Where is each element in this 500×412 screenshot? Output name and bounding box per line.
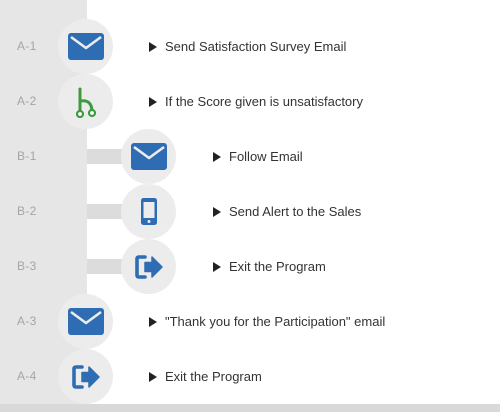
step-text-label: If the Score given is unsatisfactory	[165, 94, 363, 109]
step-row-a-1: A-1 Send Satisfaction Survey Email	[0, 19, 500, 74]
step-id-label: B-3	[17, 259, 37, 273]
step-id-label: A-1	[17, 39, 37, 53]
step-icon-circle[interactable]	[58, 74, 113, 129]
step-id-label: B-2	[17, 204, 37, 218]
step-text-label: Exit the Program	[229, 259, 326, 274]
envelope-icon	[67, 308, 104, 335]
step-text: Follow Email	[213, 129, 303, 184]
step-icon-circle[interactable]	[58, 294, 113, 349]
play-arrow-icon	[213, 261, 221, 272]
step-id-label: B-1	[17, 149, 37, 163]
step-row-b-1: B-1 Follow Email	[0, 129, 500, 184]
step-text-label: Exit the Program	[165, 369, 262, 384]
mobile-phone-icon	[140, 198, 157, 225]
envelope-icon	[67, 33, 104, 60]
step-icon-circle[interactable]	[121, 129, 176, 184]
play-arrow-icon	[149, 41, 157, 52]
step-text: Exit the Program	[213, 239, 326, 294]
play-arrow-icon	[149, 371, 157, 382]
play-arrow-icon	[213, 151, 221, 162]
step-text: "Thank you for the Participation" email	[149, 294, 385, 349]
step-row-b-3: B-3 Exit the Program	[0, 239, 500, 294]
step-icon-circle[interactable]	[58, 349, 113, 404]
step-text: Send Satisfaction Survey Email	[149, 19, 346, 74]
step-text-label: Send Satisfaction Survey Email	[165, 39, 347, 54]
exit-icon	[134, 254, 163, 279]
branch-icon	[75, 87, 96, 118]
step-text-label: Follow Email	[229, 149, 303, 164]
step-text: Send Alert to the Sales	[213, 184, 361, 239]
envelope-icon	[130, 143, 167, 170]
step-row-b-2: B-2 Send Alert to the Sales	[0, 184, 500, 239]
step-text-label: Send Alert to the Sales	[229, 204, 362, 219]
step-row-a-2: A-2 If the Score given is unsatisfactory	[0, 74, 500, 129]
step-row-a-4: A-4 Exit the Program	[0, 349, 500, 404]
step-text-label: "Thank you for the Participation" email	[165, 314, 386, 329]
play-arrow-icon	[149, 316, 157, 327]
step-text: Exit the Program	[149, 349, 262, 404]
step-icon-circle[interactable]	[121, 239, 176, 294]
bottom-divider	[0, 404, 500, 412]
exit-icon	[71, 364, 100, 389]
step-icon-circle[interactable]	[58, 19, 113, 74]
play-arrow-icon	[213, 206, 221, 217]
step-id-label: A-4	[17, 369, 37, 383]
step-id-label: A-3	[17, 314, 37, 328]
step-icon-circle[interactable]	[121, 184, 176, 239]
step-text: If the Score given is unsatisfactory	[149, 74, 363, 129]
step-row-a-3: A-3 "Thank you for the Participation" em…	[0, 294, 500, 349]
step-id-label: A-2	[17, 94, 37, 108]
play-arrow-icon	[149, 96, 157, 107]
